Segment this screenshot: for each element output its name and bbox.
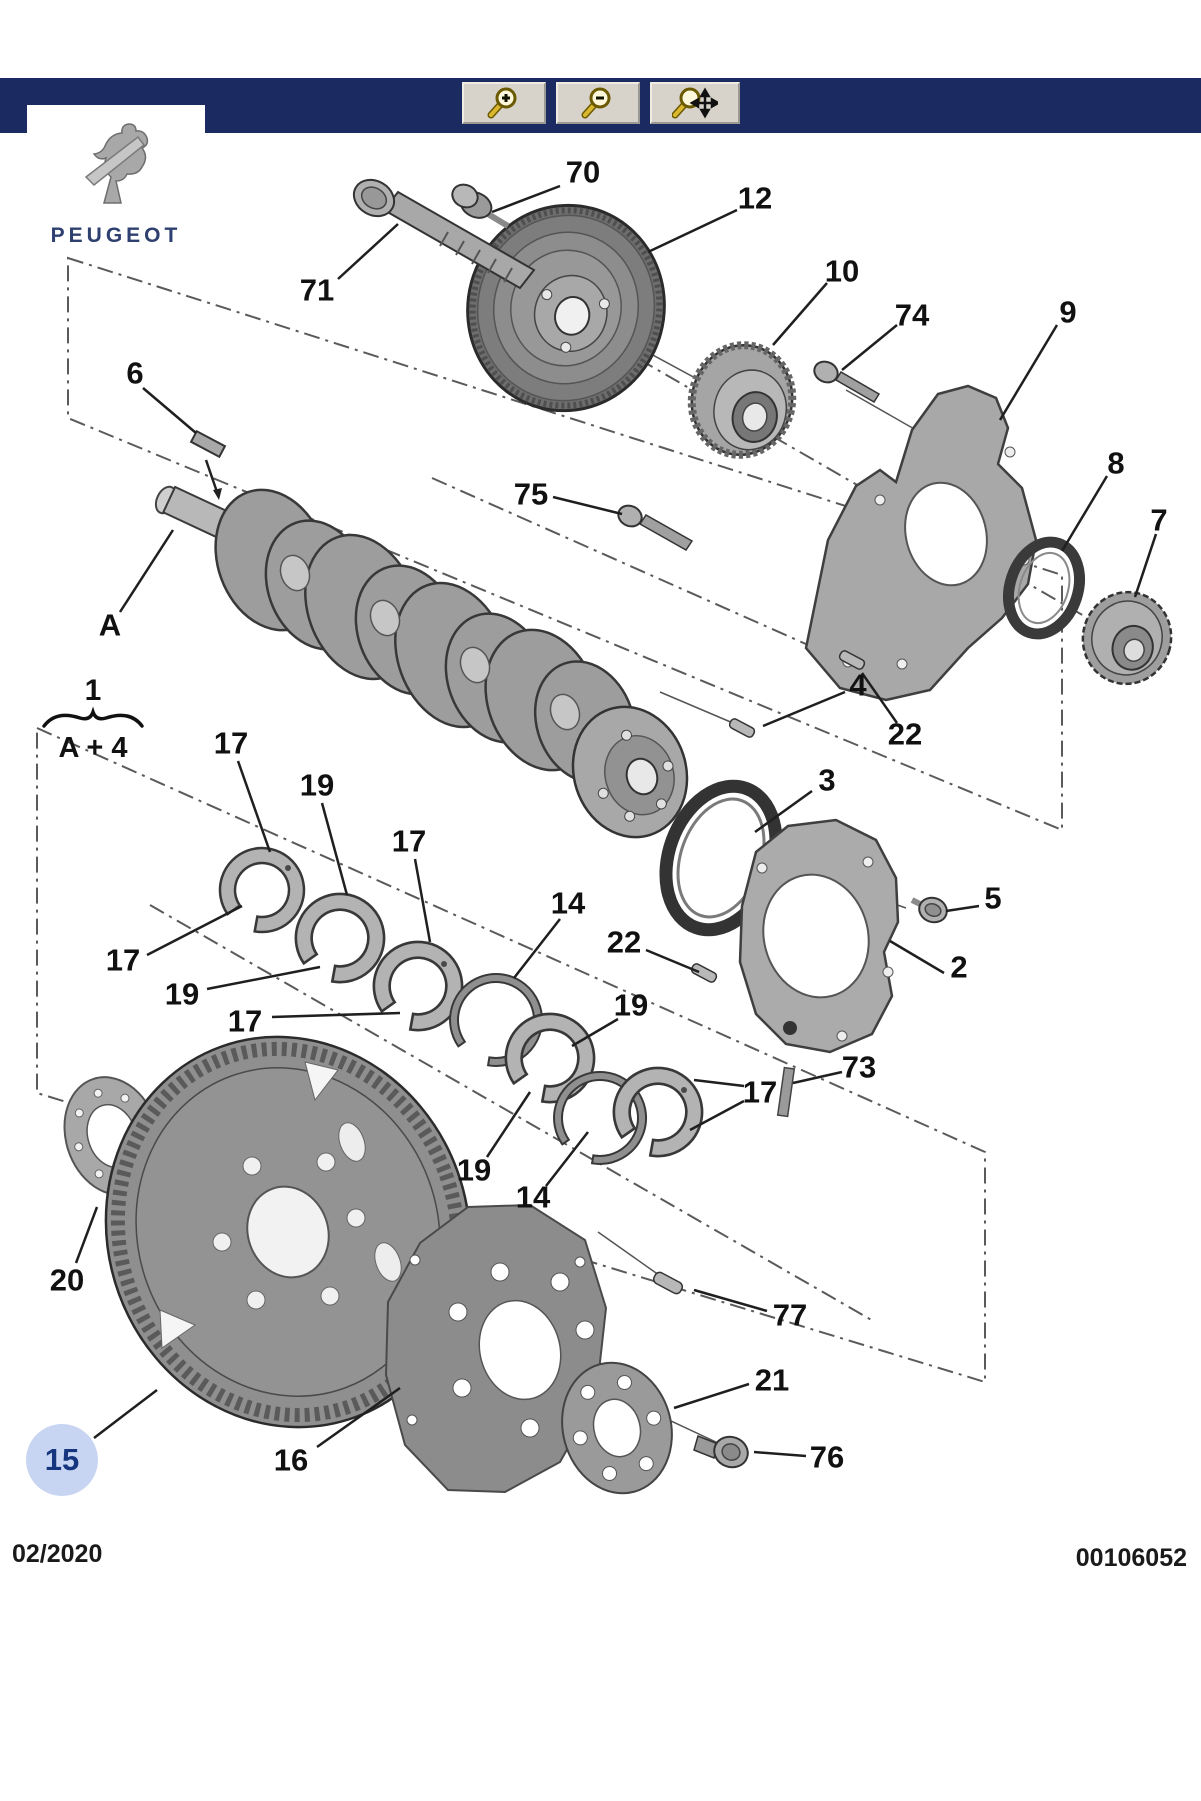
magnifier-minus-icon (581, 87, 611, 119)
part-rear-housing-2 (738, 818, 900, 1118)
revision-date: 02/2020 (12, 1540, 103, 1568)
part-stud-73 (776, 1066, 796, 1118)
zoom-in-button[interactable] (462, 82, 546, 124)
part-callout-19[interactable]: 19 (164, 976, 200, 1012)
magnifier-pan-icon (672, 87, 718, 119)
part-callout-14[interactable]: 14 (550, 885, 586, 921)
part-callout-19[interactable]: 19 (456, 1152, 492, 1188)
part-callout-2[interactable]: 2 (950, 949, 968, 985)
highlighted-part-label: 15 (44, 1442, 80, 1477)
part-callout-10[interactable]: 10 (824, 253, 860, 289)
zoom-pan-button[interactable] (650, 82, 740, 124)
part-front-housing-9 (804, 384, 1038, 702)
part-callout-8[interactable]: 8 (1107, 445, 1125, 481)
part-front-seal-8 (1003, 536, 1085, 640)
part-callout-17[interactable]: 17 (213, 725, 249, 761)
part-adapter-disc-21 (561, 1361, 673, 1495)
highlighted-part-15[interactable]: 15 (26, 1424, 98, 1496)
part-callout-3[interactable]: 3 (818, 762, 836, 798)
part-bolt-74 (813, 360, 881, 404)
document-number: 00106052 (1075, 1544, 1187, 1572)
part-pins (652, 650, 866, 1295)
leader-lines (74, 184, 1158, 1458)
part-callout-19[interactable]: 19 (613, 987, 649, 1023)
peugeot-wordmark: PEUGEOT (50, 224, 182, 247)
part-callout-20[interactable]: 20 (49, 1262, 85, 1298)
part-callout-19[interactable]: 19 (299, 767, 335, 803)
part-callout-17[interactable]: 17 (391, 823, 427, 859)
part-bolt-75 (617, 504, 694, 551)
part-callout-A[interactable]: A (98, 607, 122, 643)
part-key-6 (189, 429, 227, 500)
part-callout-17[interactable]: 17 (742, 1074, 778, 1110)
part-backing-plate-16 (384, 1203, 608, 1494)
peugeot-logo-box: PEUGEOT (27, 105, 205, 253)
part-callout-12[interactable]: 12 (737, 180, 773, 216)
part-bolt-71 (352, 178, 536, 290)
part-flywheel-15 (104, 1035, 472, 1429)
part-pulley-12 (466, 203, 666, 413)
part-callout-74[interactable]: 74 (894, 297, 930, 333)
part-callout-4[interactable]: 4 (849, 667, 867, 703)
part-bolt-76 (693, 1434, 749, 1469)
part-callout-73[interactable]: 73 (841, 1049, 877, 1085)
part-callout-7[interactable]: 7 (1150, 502, 1168, 538)
part-callout-22[interactable]: 22 (606, 924, 642, 960)
part-callout-17[interactable]: 17 (105, 942, 141, 978)
part-bearing-shells (209, 837, 714, 1176)
part-bolt-5 (910, 896, 948, 924)
part-callout-75[interactable]: 75 (513, 476, 549, 512)
part-callout-76[interactable]: 76 (809, 1439, 845, 1475)
part-callout-77[interactable]: 77 (772, 1297, 808, 1333)
part-callout-71[interactable]: 71 (299, 272, 335, 308)
group-brace-icon (42, 706, 144, 728)
part-callout-6[interactable]: 6 (126, 355, 144, 391)
zoom-out-button[interactable] (556, 82, 640, 124)
part-callout-16[interactable]: 16 (273, 1442, 309, 1478)
part-crankshaft-A (154, 485, 689, 839)
part-callout-70[interactable]: 70 (565, 154, 601, 190)
part-timing-sprocket-10 (687, 341, 797, 459)
part-callout-14[interactable]: 14 (515, 1179, 551, 1215)
magnifier-plus-icon (487, 87, 517, 119)
part-callout-17[interactable]: 17 (227, 1003, 263, 1039)
part-bolt-70 (451, 183, 510, 229)
peugeot-lion-icon (84, 123, 149, 204)
part-callout-5[interactable]: 5 (984, 880, 1002, 916)
part-sprocket-7 (1081, 590, 1173, 686)
group-label-1-a4: 1 A + 4 (38, 676, 148, 763)
group-label-denominator: A + 4 (58, 732, 128, 764)
part-callout-22[interactable]: 22 (887, 716, 923, 752)
part-callout-21[interactable]: 21 (754, 1362, 790, 1398)
part-callout-9[interactable]: 9 (1059, 294, 1077, 330)
group-label-numerator: 1 (84, 674, 102, 707)
